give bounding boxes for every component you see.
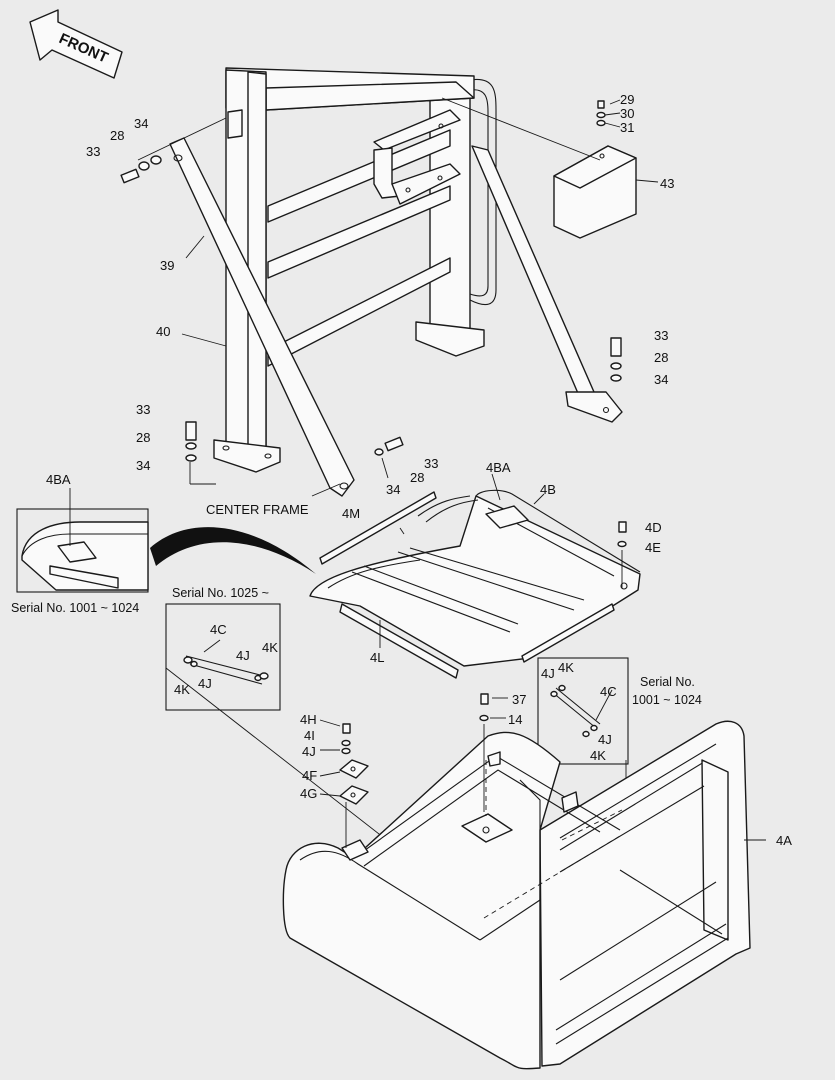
serial-inset-mid: Serial No. 1025 ~ [172,586,269,600]
callout-31: 31 [620,120,634,135]
callout-4c-right: 4C [600,684,617,699]
callout-33-right: 33 [654,328,668,343]
callout-4ba-inset: 4BA [46,472,71,487]
cover-43 [553,145,637,239]
front-arrow: FRONT [29,9,123,79]
callout-33-upper: 33 [86,144,100,159]
bolt-left-lower [185,421,197,462]
label-leaders [203,473,766,841]
callout-4ba: 4BA [486,460,511,475]
callout-4c-mid: 4C [210,622,227,637]
bolt-29-30-31 [596,100,606,127]
callout-33-left: 33 [136,402,150,417]
callout-37: 37 [512,692,526,707]
callout-4l: 4L [370,650,384,665]
callout-28-mid: 28 [410,470,424,485]
callout-39: 39 [160,258,174,273]
inset-right [537,657,629,765]
callout-34-upper: 34 [134,116,148,131]
bolt-upper-left [120,155,162,184]
leaders-frame [137,97,659,497]
bolt-4d-4e [617,521,627,588]
center-frame-label: CENTER FRAME [206,502,309,517]
callout-4g: 4G [300,786,317,801]
callout-33-mid: 33 [424,456,438,471]
callout-4m: 4M [342,506,360,521]
brace-right [471,145,623,423]
callout-4j-mid-a: 4J [236,648,250,663]
callout-4a: 4A [776,833,792,848]
callout-4j-right-b: 4J [598,732,612,747]
strip-4l [339,603,459,679]
strip-right [521,603,615,663]
callout-4j-mid-b: 4J [198,676,212,691]
callout-4k-right-a: 4K [558,660,574,675]
bolt-mid [374,436,404,456]
callout-4k-mid-b: 4K [174,682,190,697]
callout-34-mid: 34 [386,482,400,497]
callout-4d: 4D [645,520,662,535]
inset-left [16,488,149,593]
serial-inset-right-1: Serial No. [640,675,695,689]
callout-34-right: 34 [654,372,668,387]
callout-4j-right-a: 4J [541,666,555,681]
seat-4b [309,489,641,667]
callout-34-left: 34 [136,458,150,473]
callout-14: 14 [508,712,522,727]
inset-pointer [150,527,316,574]
callout-4h: 4H [300,712,317,727]
callout-4b: 4B [540,482,556,497]
serial-inset-left: Serial No. 1001 ~ 1024 [11,601,139,615]
base-4a [282,720,751,1070]
callout-29: 29 [620,92,634,107]
callout-40: 40 [156,324,170,339]
stack-4h-4g [339,723,369,848]
callout-4e: 4E [645,540,661,555]
callout-4k-right-b: 4K [590,748,606,763]
bolt-37-14 [479,693,489,812]
callout-28-upper: 28 [110,128,124,143]
callout-4j-stack: 4J [302,744,316,759]
callout-4f: 4F [302,768,317,783]
bolt-right-lower [610,337,622,382]
callout-30: 30 [620,106,634,121]
callout-43: 43 [660,176,674,191]
callout-4i: 4I [304,728,315,743]
strip-4m [319,491,437,565]
callout-28-left: 28 [136,430,150,445]
center-frame [213,67,497,473]
callout-28-right: 28 [654,350,668,365]
serial-inset-right-2: 1001 ~ 1024 [632,693,702,707]
callout-4k-mid-a: 4K [262,640,278,655]
inset-mid [165,603,281,711]
